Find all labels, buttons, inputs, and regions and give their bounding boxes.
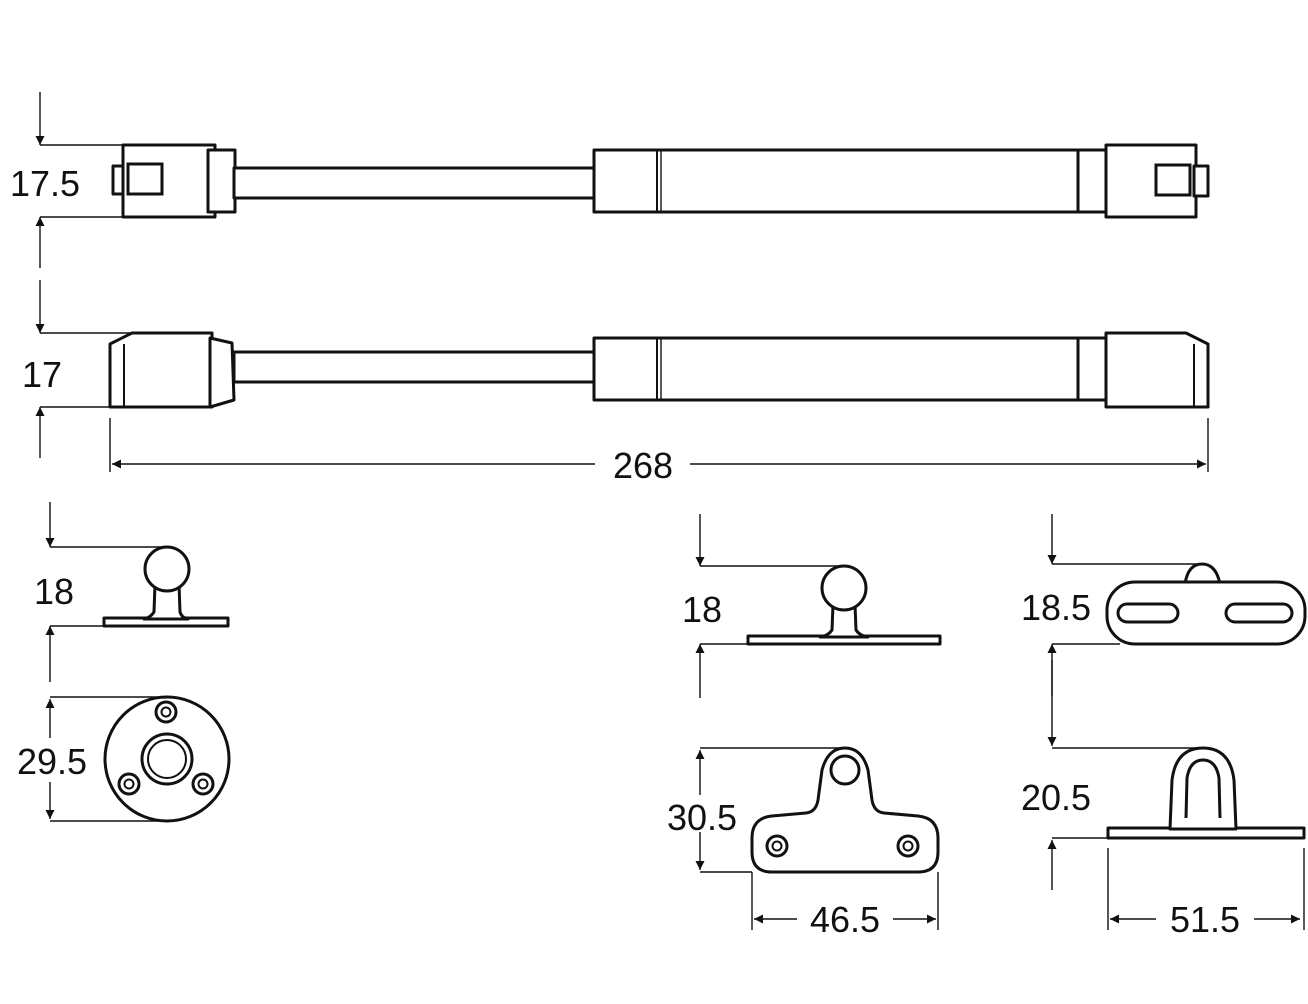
strut2-left-fitting bbox=[108, 331, 214, 409]
label-bracket-ball-height: 18 bbox=[682, 589, 722, 630]
dim-strut-extended-height: 17.5 bbox=[10, 92, 123, 268]
round-plate-top-view bbox=[103, 695, 231, 823]
label-eye-height: 20.5 bbox=[1021, 777, 1091, 818]
dim-eye-height: 20.5 bbox=[1021, 660, 1203, 890]
slotted-mount-plate bbox=[1105, 580, 1307, 646]
eye-mount-lug-inner-edge bbox=[1184, 758, 1222, 819]
dim-ball-mount-height: 18 bbox=[34, 502, 166, 682]
dim-round-plate-diameter: 29.5 bbox=[17, 696, 167, 822]
dim-bracket-height: 30.5 bbox=[667, 747, 845, 873]
label-strut-extended-height: 17.5 bbox=[10, 163, 80, 204]
strut1-left-collar bbox=[206, 148, 237, 214]
slotted-mount-top-view bbox=[1105, 562, 1307, 646]
label-bracket-height: 30.5 bbox=[667, 797, 737, 838]
ball-mount-neck bbox=[142, 582, 190, 621]
label-eye-plate-width: 51.5 bbox=[1170, 899, 1240, 940]
strut1-cylinder bbox=[592, 148, 1082, 214]
gas-strut-side-view bbox=[108, 331, 1210, 409]
strut1-right-collar bbox=[1076, 148, 1110, 214]
strut1-left-fitting bbox=[121, 143, 217, 219]
bracket-screw-hole-right bbox=[896, 834, 920, 858]
strut2-right-collar bbox=[1076, 336, 1110, 402]
label-strut-height: 17 bbox=[22, 354, 62, 395]
round-plate-screw-hole-left bbox=[117, 772, 141, 796]
bracket-front-view bbox=[750, 746, 940, 874]
strut2-piston-rod bbox=[232, 350, 598, 384]
round-plate-center-ring bbox=[140, 732, 194, 786]
ball-mount-ball bbox=[143, 545, 191, 593]
label-round-plate-diameter: 29.5 bbox=[17, 741, 87, 782]
dim-eye-plate-width: 51.5 bbox=[1107, 848, 1305, 940]
strut1-piston-rod bbox=[232, 166, 598, 200]
label-bracket-width: 46.5 bbox=[810, 899, 880, 940]
strut1-right-fitting bbox=[1104, 143, 1198, 219]
dim-bracket-width: 46.5 bbox=[751, 872, 939, 940]
slotted-mount-ball bbox=[1183, 562, 1222, 586]
round-plate-screw-hole-top bbox=[154, 700, 178, 724]
strut2-right-fitting bbox=[1104, 331, 1210, 409]
slotted-mount-slot-right bbox=[1224, 602, 1294, 624]
bracket-body bbox=[750, 746, 940, 874]
label-strut-length: 268 bbox=[613, 445, 673, 486]
bracket-ball-ball bbox=[820, 564, 868, 612]
slotted-mount-slot-left bbox=[1116, 602, 1180, 624]
eye-mount-side-view bbox=[1106, 746, 1306, 840]
bracket-ball-neck bbox=[818, 603, 870, 639]
dim-strut-length: 268 bbox=[109, 418, 1209, 486]
ball-mount-side-view bbox=[102, 545, 230, 628]
bracket-screw-hole-left bbox=[765, 834, 789, 858]
dim-bracket-ball-height: 18 bbox=[682, 514, 843, 698]
strut2-cylinder bbox=[592, 336, 1082, 402]
round-plate-screw-hole-right bbox=[191, 772, 215, 796]
strut2-left-collar bbox=[208, 336, 236, 409]
label-ball-mount-height: 18 bbox=[34, 571, 74, 612]
strut1-left-socket bbox=[126, 162, 164, 196]
bracket-ball-side-view bbox=[746, 564, 942, 646]
strut1-right-socket bbox=[1154, 163, 1192, 197]
gas-strut-top-view bbox=[111, 143, 1210, 219]
dim-slotted-height: 18.5 bbox=[1021, 514, 1200, 696]
dim-strut-height: 17 bbox=[22, 280, 132, 458]
bracket-pivot-hole bbox=[829, 754, 861, 786]
label-slotted-height: 18.5 bbox=[1021, 587, 1091, 628]
strut1-right-tab bbox=[1192, 164, 1210, 198]
